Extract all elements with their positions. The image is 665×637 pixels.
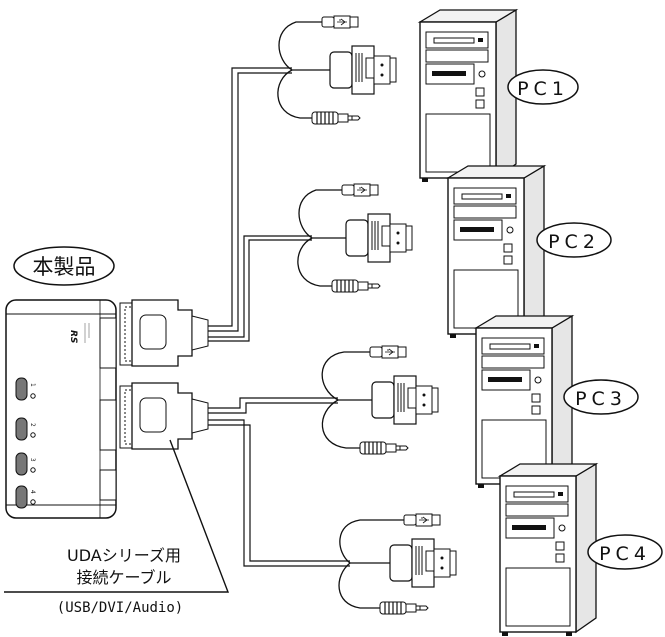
port-button-2: 2 <box>15 417 36 441</box>
cable-name-line1: UDAシリーズ用 <box>67 546 181 565</box>
cable-callout: UDAシリーズ用 接続ケーブル (USB/DVI/Audio) <box>4 439 230 616</box>
pc-tower-1 <box>419 9 517 183</box>
port-number: 1 <box>29 383 36 387</box>
usb-plug <box>341 183 379 197</box>
svg-text:RS: RS <box>68 330 78 343</box>
audio-plug <box>359 441 409 455</box>
pc-label: PC3 <box>575 388 627 410</box>
cable-spec: (USB/DVI/Audio) <box>57 600 183 616</box>
cable-name-line2: 接続ケーブル <box>76 568 171 587</box>
port-button-1: 1 <box>15 377 36 401</box>
kvm-connector-top <box>119 299 209 367</box>
cable-bundle-pc2 <box>297 183 413 293</box>
pc-tower-2 <box>447 165 545 339</box>
dvi-plug <box>329 45 397 95</box>
cable-bundle-pc3 <box>321 345 439 455</box>
pc-tower-4 <box>499 463 597 637</box>
usb-plug <box>403 513 441 527</box>
kvm-switch: RS 1 2 3 4 <box>5 299 117 519</box>
device-label: 本製品 <box>33 255 96 279</box>
audio-plug <box>331 279 381 293</box>
audio-plug <box>311 111 361 125</box>
port-button-3: 3 <box>15 452 36 476</box>
port-number: 2 <box>29 423 36 427</box>
pc-callout-4: PC4 <box>587 534 663 570</box>
audio-plug <box>379 601 429 615</box>
dvi-plug <box>371 375 439 425</box>
pc-label: PC1 <box>517 78 569 100</box>
usb-plug <box>321 15 359 29</box>
port-number: 4 <box>29 490 36 494</box>
pc-label: PC4 <box>599 543 651 565</box>
pc-callout-3: PC3 <box>563 379 639 415</box>
port-button-4: 4 <box>15 485 36 509</box>
pc-tower-3 <box>475 315 573 489</box>
cable-bundle-pc4 <box>338 513 457 615</box>
cable-bundle-pc1 <box>277 15 397 125</box>
pc-label: PC2 <box>548 231 600 253</box>
dvi-plug <box>389 538 457 588</box>
pc-callout-1: PC1 <box>507 69 579 105</box>
device-callout: 本製品 <box>13 246 115 286</box>
brand-logo: RS <box>68 323 90 343</box>
cable-trunks <box>208 67 350 567</box>
usb-plug <box>369 345 407 359</box>
dvi-plug <box>345 213 413 263</box>
port-number: 3 <box>29 458 36 462</box>
pc-callout-2: PC2 <box>536 222 612 258</box>
kvm-connector-bottom <box>119 382 209 450</box>
